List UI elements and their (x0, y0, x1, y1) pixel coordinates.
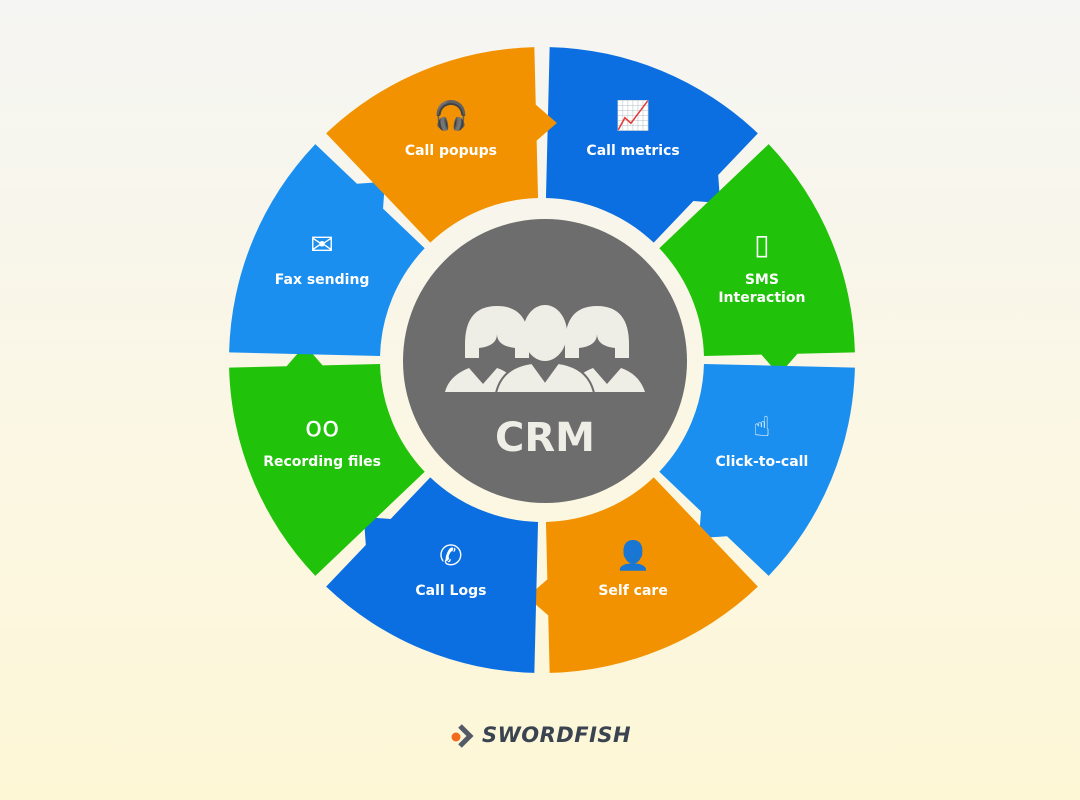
segment-label: Click-to-call (715, 454, 809, 471)
segment-label: Fax sending (274, 271, 370, 288)
segment-label: Recording files (263, 454, 382, 471)
chart-trend-icon: 📈 (615, 99, 651, 133)
tap-hand-icon: ☝ (753, 410, 771, 444)
segment-label: Call popups (404, 143, 497, 160)
segment-call-popups (326, 47, 557, 243)
people-group-icon (445, 305, 645, 394)
phone-sms-icon: ▯ (754, 227, 770, 261)
logo-mark-icon (451, 724, 474, 748)
person-icon: 👤 (615, 538, 651, 572)
segment-call-logs (326, 477, 539, 673)
voicemail-icon: oo (304, 410, 340, 444)
segment-recording-files (229, 345, 425, 576)
segment-label: Call metrics (586, 143, 680, 160)
segment-fax-sending (229, 144, 425, 357)
segment-label: Call Logs (415, 582, 487, 599)
segment-label: SMS Interaction (718, 271, 806, 306)
center-label: CRM (495, 415, 595, 461)
swordfish-logo: SWORDFISH (450, 722, 631, 748)
logo-text: SWORDFISH (482, 723, 632, 747)
segment-call-metrics (545, 47, 758, 243)
headset-chat-icon: 🎧 (433, 99, 469, 133)
segment-click-to-call (659, 363, 855, 576)
segment-self-care (527, 477, 758, 673)
envelope-upload-icon: ✉ (310, 227, 334, 261)
call-transfer-icon: ✆ (439, 538, 463, 572)
segment-label: Self care (598, 582, 668, 599)
segment-sms-interaction (659, 144, 855, 375)
